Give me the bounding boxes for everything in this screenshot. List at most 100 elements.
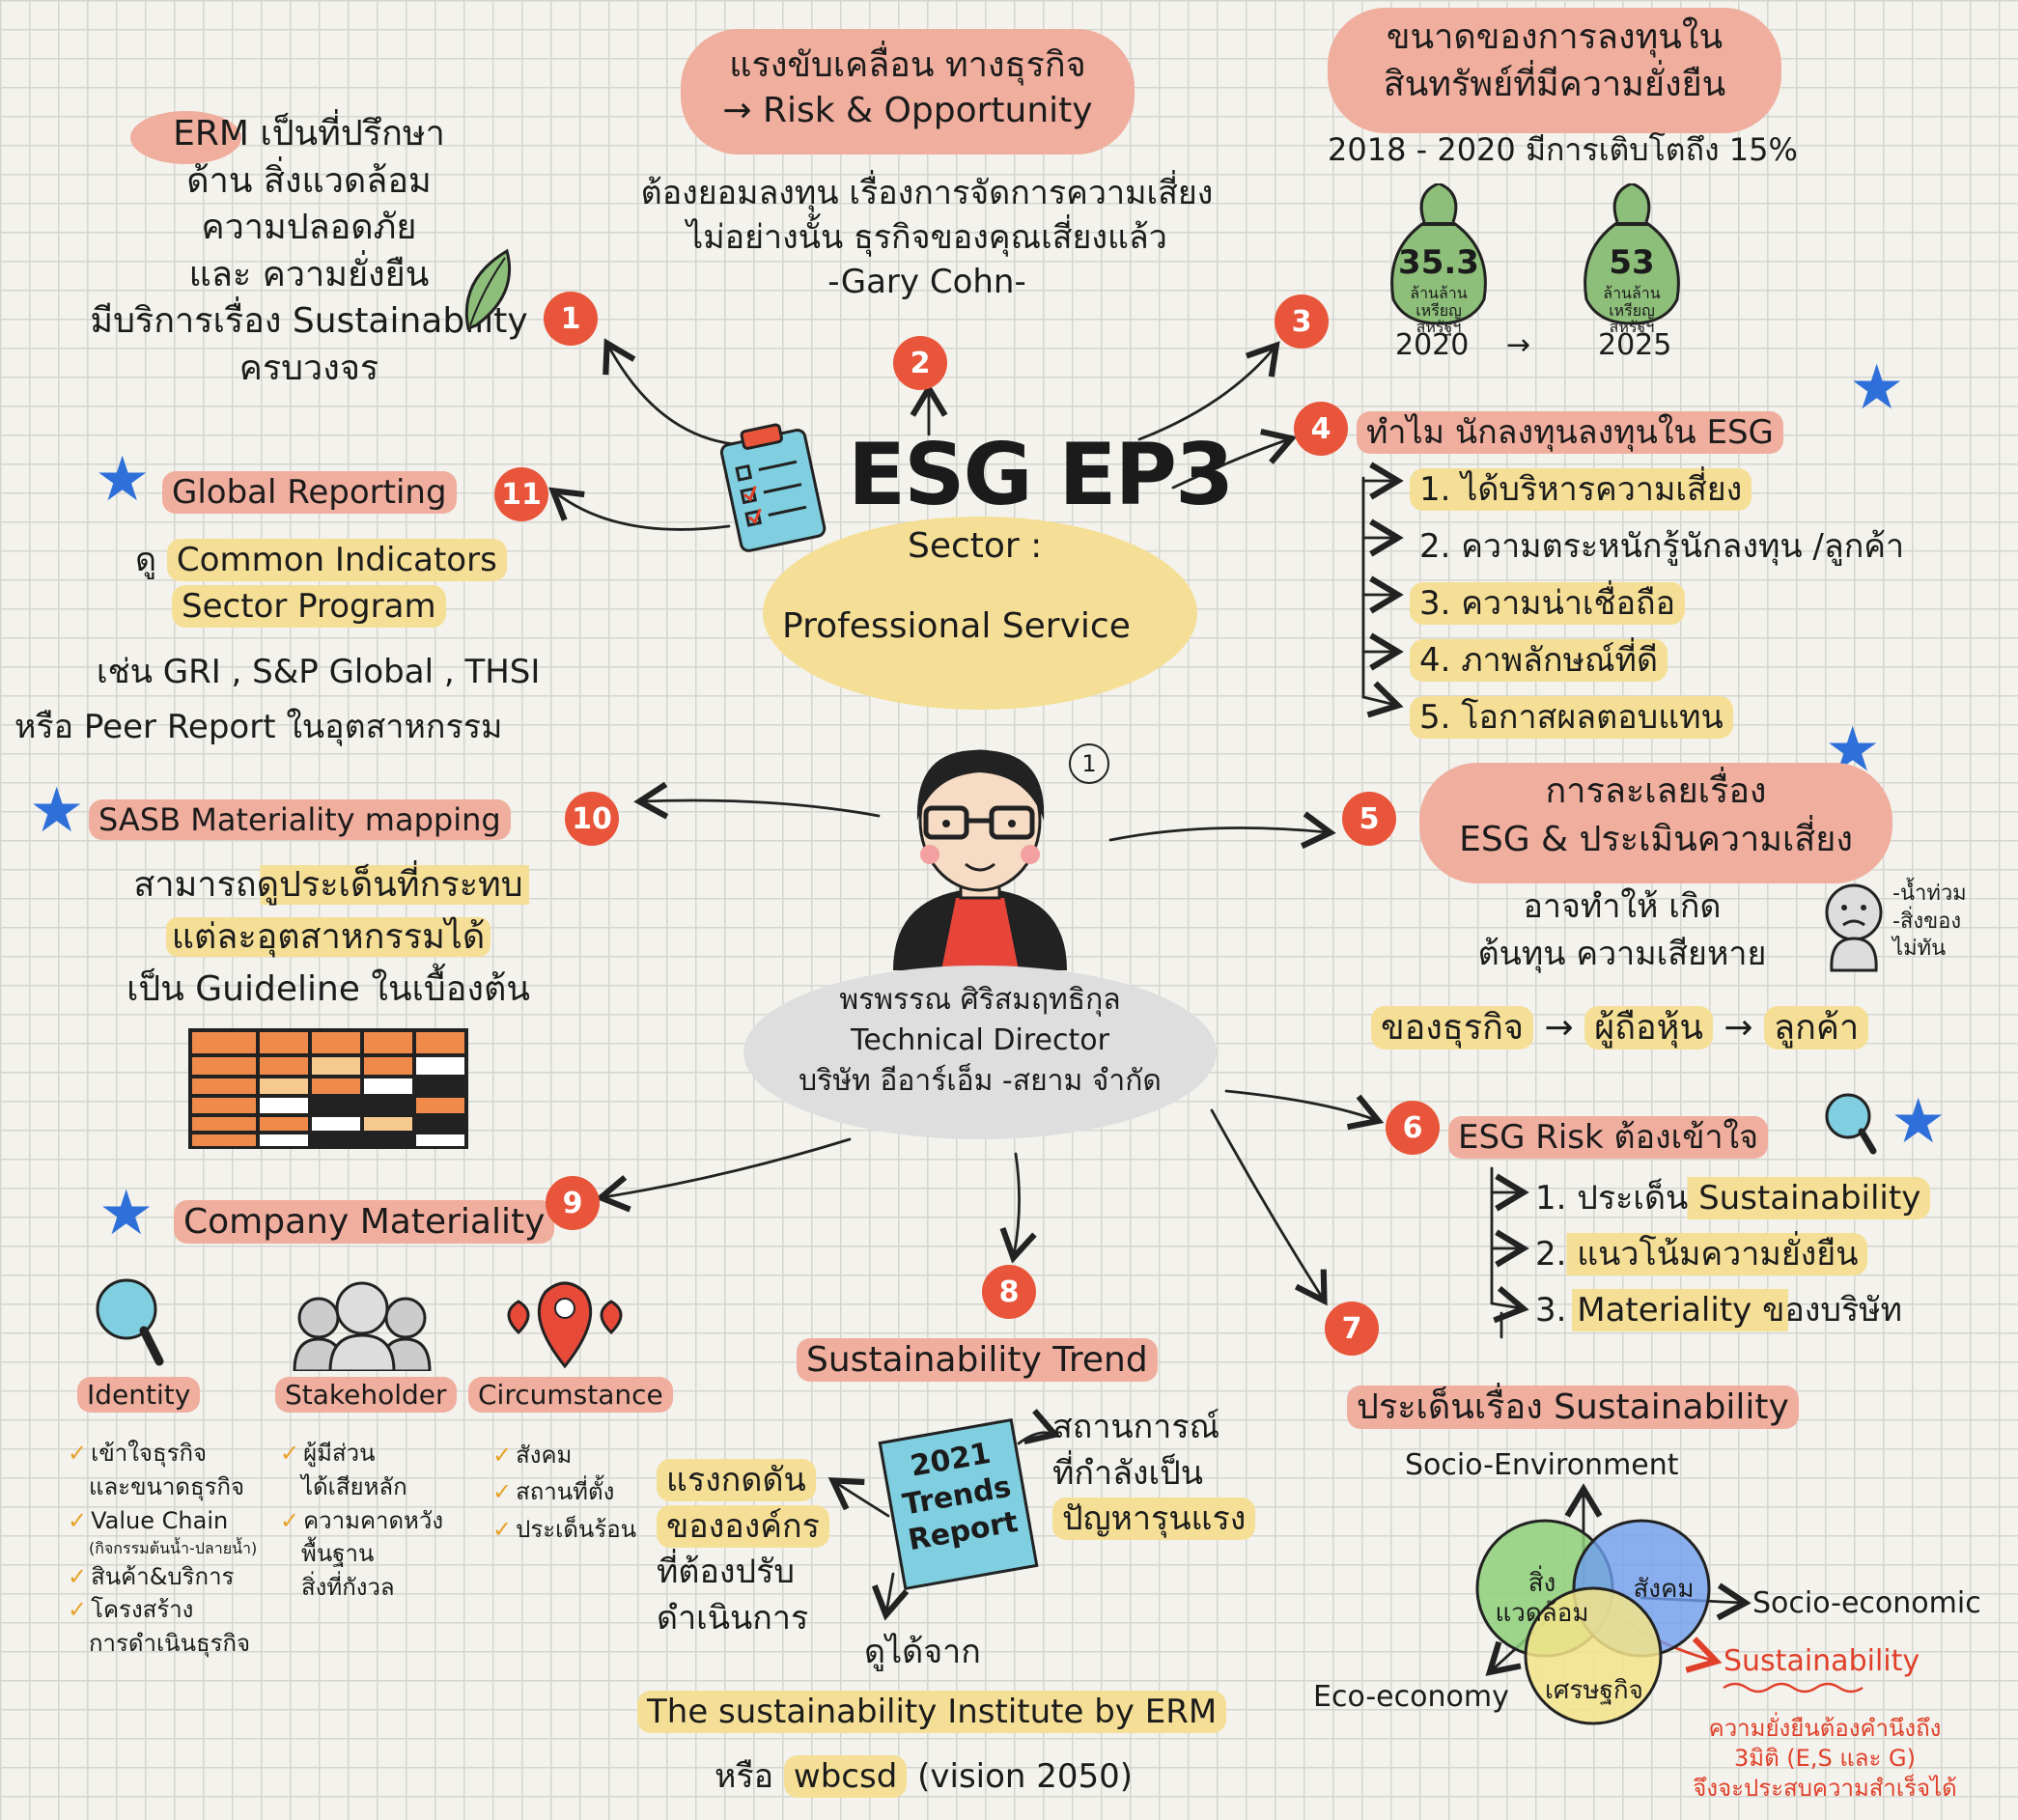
n8-source1: The sustainability Institute by ERM bbox=[637, 1691, 1227, 1733]
n9-item-text: เข้าใจธุรกิจ bbox=[91, 1440, 208, 1467]
n9-item-text: สถานที่ตั้ง bbox=[516, 1478, 615, 1506]
star-icon: ★ bbox=[1891, 1086, 1947, 1158]
n9-item-text: ผู้มีส่วน bbox=[303, 1440, 376, 1467]
n4-item-text: 3. ความน่าเชื่อถือ bbox=[1410, 582, 1686, 625]
n9-item: ✓ประเด็นร้อน bbox=[492, 1515, 637, 1543]
n8-source2: หรือ wbcsd (vision 2050) bbox=[715, 1750, 1133, 1802]
n9-item: ✓โครงสร้าง bbox=[68, 1596, 194, 1624]
n8-left-line: ดำเนินการ bbox=[657, 1598, 809, 1638]
magnifier-icon bbox=[1823, 1091, 1881, 1159]
n9-item: ได้เสียหลัก bbox=[280, 1470, 443, 1504]
n10-line: แต่ละอุตสาหกรรมได้ bbox=[97, 911, 560, 964]
star-icon: ★ bbox=[29, 775, 85, 847]
n4-list: 1. ได้บริหารความเสี่ยง 2. ความตระหนักรู้… bbox=[1410, 462, 1914, 746]
sad-face-icon bbox=[1820, 879, 1888, 975]
venn-diagram: สิ่งแวดล้อม สังคม เศรษฐกิจ bbox=[1468, 1511, 1719, 1733]
n10-line: สามารถดูประเด็นที่กระทบ bbox=[97, 859, 560, 911]
n2-title-line2: → Risk & Opportunity bbox=[722, 90, 1093, 130]
n5-chain-item: ลูกค้า bbox=[1764, 1006, 1869, 1050]
n8-left-highlight: ขององค์กร bbox=[657, 1504, 829, 1548]
n5-blob bbox=[1419, 763, 1892, 883]
n5-chain: ของธุรกิจ → ผู้ถือหุ้น → ลูกค้า bbox=[1371, 999, 1869, 1054]
n10-line-text: สามารถดูประเด็นที่กระทบ bbox=[127, 865, 529, 905]
bag1-value: 35.3 bbox=[1398, 243, 1479, 282]
n9-item-text: Value Chain bbox=[91, 1506, 229, 1534]
n5-chain-arrow: → bbox=[1724, 1008, 1753, 1048]
n1-line: มีบริการเรื่อง Sustainability bbox=[90, 301, 528, 342]
n9-item: การดำเนินธุรกิจ bbox=[68, 1627, 257, 1661]
n2-blob bbox=[681, 29, 1135, 154]
n8-title: Sustainability Trend bbox=[797, 1338, 1158, 1382]
sector-name: Professional Service bbox=[782, 606, 1131, 646]
n3-title-line2: สินทรัพย์ที่มีความยั่งยืน bbox=[1383, 64, 1726, 104]
n9-col-head: Identity bbox=[77, 1377, 201, 1413]
n10-title: SASB Materiality mapping bbox=[89, 799, 511, 840]
n4-item-text: 4. ภาพลักษณ์ที่ดี bbox=[1410, 639, 1668, 682]
n7-sustainability: Sustainability bbox=[1724, 1644, 1920, 1678]
n6-title-text: ESG Risk ต้องเข้าใจ bbox=[1448, 1116, 1769, 1159]
n8-right-line: สถานการณ์ bbox=[1052, 1408, 1220, 1446]
n9-col-identity: ✓เข้าใจธุรกิจ และขนาดธุรกิจ ✓Value Chain… bbox=[68, 1437, 257, 1661]
n11-title-text: Global Reporting bbox=[162, 471, 457, 514]
n9-item-text: สิ่งที่กังวล bbox=[301, 1574, 395, 1602]
n8-title-text: Sustainability Trend bbox=[797, 1338, 1158, 1382]
n4-item: 1. ได้บริหารความเสี่ยง bbox=[1410, 462, 1914, 518]
n6-list: 1. ประเด็น Sustainability 2. แนวโน้มความ… bbox=[1526, 1170, 1931, 1338]
n5-title: การละเลยเรื่อง ESG & ประเมินความเสี่ยง bbox=[1419, 768, 1892, 865]
n2-title-line1: แรงขับเคลื่อน ทางธุรกิจ bbox=[729, 45, 1086, 85]
n9-item: พื้นฐาน bbox=[280, 1537, 443, 1571]
n1-line: ครบวงจร bbox=[238, 348, 379, 388]
n4-title-text: ทำไม นักลงทุนลงทุนใน ESG bbox=[1357, 411, 1783, 454]
speaker-company: บริษัท อีอาร์เอ็ม -สยาม จำกัด bbox=[799, 1064, 1162, 1098]
n9-item: ✓ผู้มีส่วน bbox=[280, 1440, 376, 1467]
n2-quote: ต้องยอมลงทุน เรื่องการจัดการความเสี่ยง ไ… bbox=[560, 172, 1294, 305]
n4-item: 5. โอกาสผลตอบแทน bbox=[1410, 689, 1914, 746]
n7-top-label: Socio-Environment bbox=[1405, 1448, 1679, 1482]
n2-quote-line2: ไม่อย่างนั้น ธุรกิจของคุณเสี่ยงแล้ว bbox=[687, 217, 1167, 257]
n8-right-highlight: ปัญหารุนแรง bbox=[1052, 1498, 1256, 1541]
location-pin-icon bbox=[497, 1274, 632, 1371]
n4-item-text: 2. ความตระหนักรู้นักลงทุน /ลูกค้า bbox=[1419, 527, 1905, 566]
n9-item-text: โครงสร้าง bbox=[91, 1596, 194, 1624]
n5-chain-item: ผู้ถือหุ้น bbox=[1584, 1006, 1713, 1050]
n9-item-text: พื้นฐาน bbox=[301, 1540, 375, 1568]
num-10: 10 bbox=[565, 792, 619, 846]
money-bag-2020: 35.3 ล้านล้านเหรียญสหรัฐฯ bbox=[1386, 182, 1492, 335]
n8-left-line: ขององค์กร bbox=[657, 1504, 829, 1551]
n7-title-text: ประเด็นเรื่อง Sustainability bbox=[1347, 1386, 1799, 1429]
num-3: 3 bbox=[1275, 294, 1329, 349]
speaker-role: Technical Director bbox=[851, 1023, 1109, 1057]
n5-side-line: -สิ่งของ bbox=[1892, 909, 1962, 934]
n4-item-text: 5. โอกาสผลตอบแทน bbox=[1410, 696, 1733, 739]
speaker-blob bbox=[743, 966, 1217, 1139]
speaker-badge: 1 bbox=[1069, 743, 1109, 784]
report-book-icon: 2021 Trends Report bbox=[878, 1417, 1039, 1591]
num-1: 1 bbox=[544, 292, 598, 346]
n3-growth: 2018 - 2020 มีการเติบโตถึง 15% bbox=[1328, 131, 1798, 168]
n5-body-line1: อาจทำให้ เกิด bbox=[1523, 887, 1722, 926]
people-icon bbox=[290, 1279, 434, 1373]
esg-title: ESG EP3 bbox=[848, 425, 1234, 524]
n2-title: แรงขับเคลื่อน ทางธุรกิจ → Risk & Opportu… bbox=[681, 43, 1135, 134]
n9-item: ✓ความคาดหวัง bbox=[280, 1506, 444, 1534]
n4-item: 3. ความน่าเชื่อถือ bbox=[1410, 575, 1914, 632]
n8-right-line: ปัญหารุนแรง bbox=[1052, 1497, 1256, 1543]
venn-economy: เศรษฐกิจ bbox=[1545, 1676, 1643, 1705]
n8-see: ดูได้จาก bbox=[864, 1633, 981, 1671]
n7-title: ประเด็นเรื่อง Sustainability bbox=[1347, 1379, 1799, 1434]
n5-chain-item: ของธุรกิจ bbox=[1371, 1006, 1534, 1050]
n4-item-text: 1. ได้บริหารความเสี่ยง bbox=[1410, 468, 1752, 511]
n8-left-line: แรงกดดัน bbox=[657, 1458, 829, 1504]
n11-sector-program: Sector Program bbox=[172, 585, 446, 628]
speaker-avatar bbox=[864, 729, 1096, 970]
n8-left-highlight: แรงกดดัน bbox=[657, 1459, 816, 1501]
n9-col-head: Circumstance bbox=[468, 1377, 673, 1413]
num-9: 9 bbox=[546, 1176, 600, 1230]
speaker-name: พรพรรณ ศิริสมฤทธิกุล bbox=[839, 983, 1121, 1017]
n5-chain-arrow: → bbox=[1544, 1008, 1574, 1048]
n9-item: ✓สังคม bbox=[492, 1442, 573, 1469]
n2-author: -Gary Cohn- bbox=[827, 262, 1026, 301]
num-5: 5 bbox=[1342, 792, 1396, 846]
n1-erm-text: ERM เป็นที่ปรึกษา ด้าน สิ่งแวดล้อม ความป… bbox=[58, 111, 560, 393]
n8-right: สถานการณ์ ที่กำลังเป็น ปัญหารุนแรง bbox=[1052, 1405, 1256, 1543]
